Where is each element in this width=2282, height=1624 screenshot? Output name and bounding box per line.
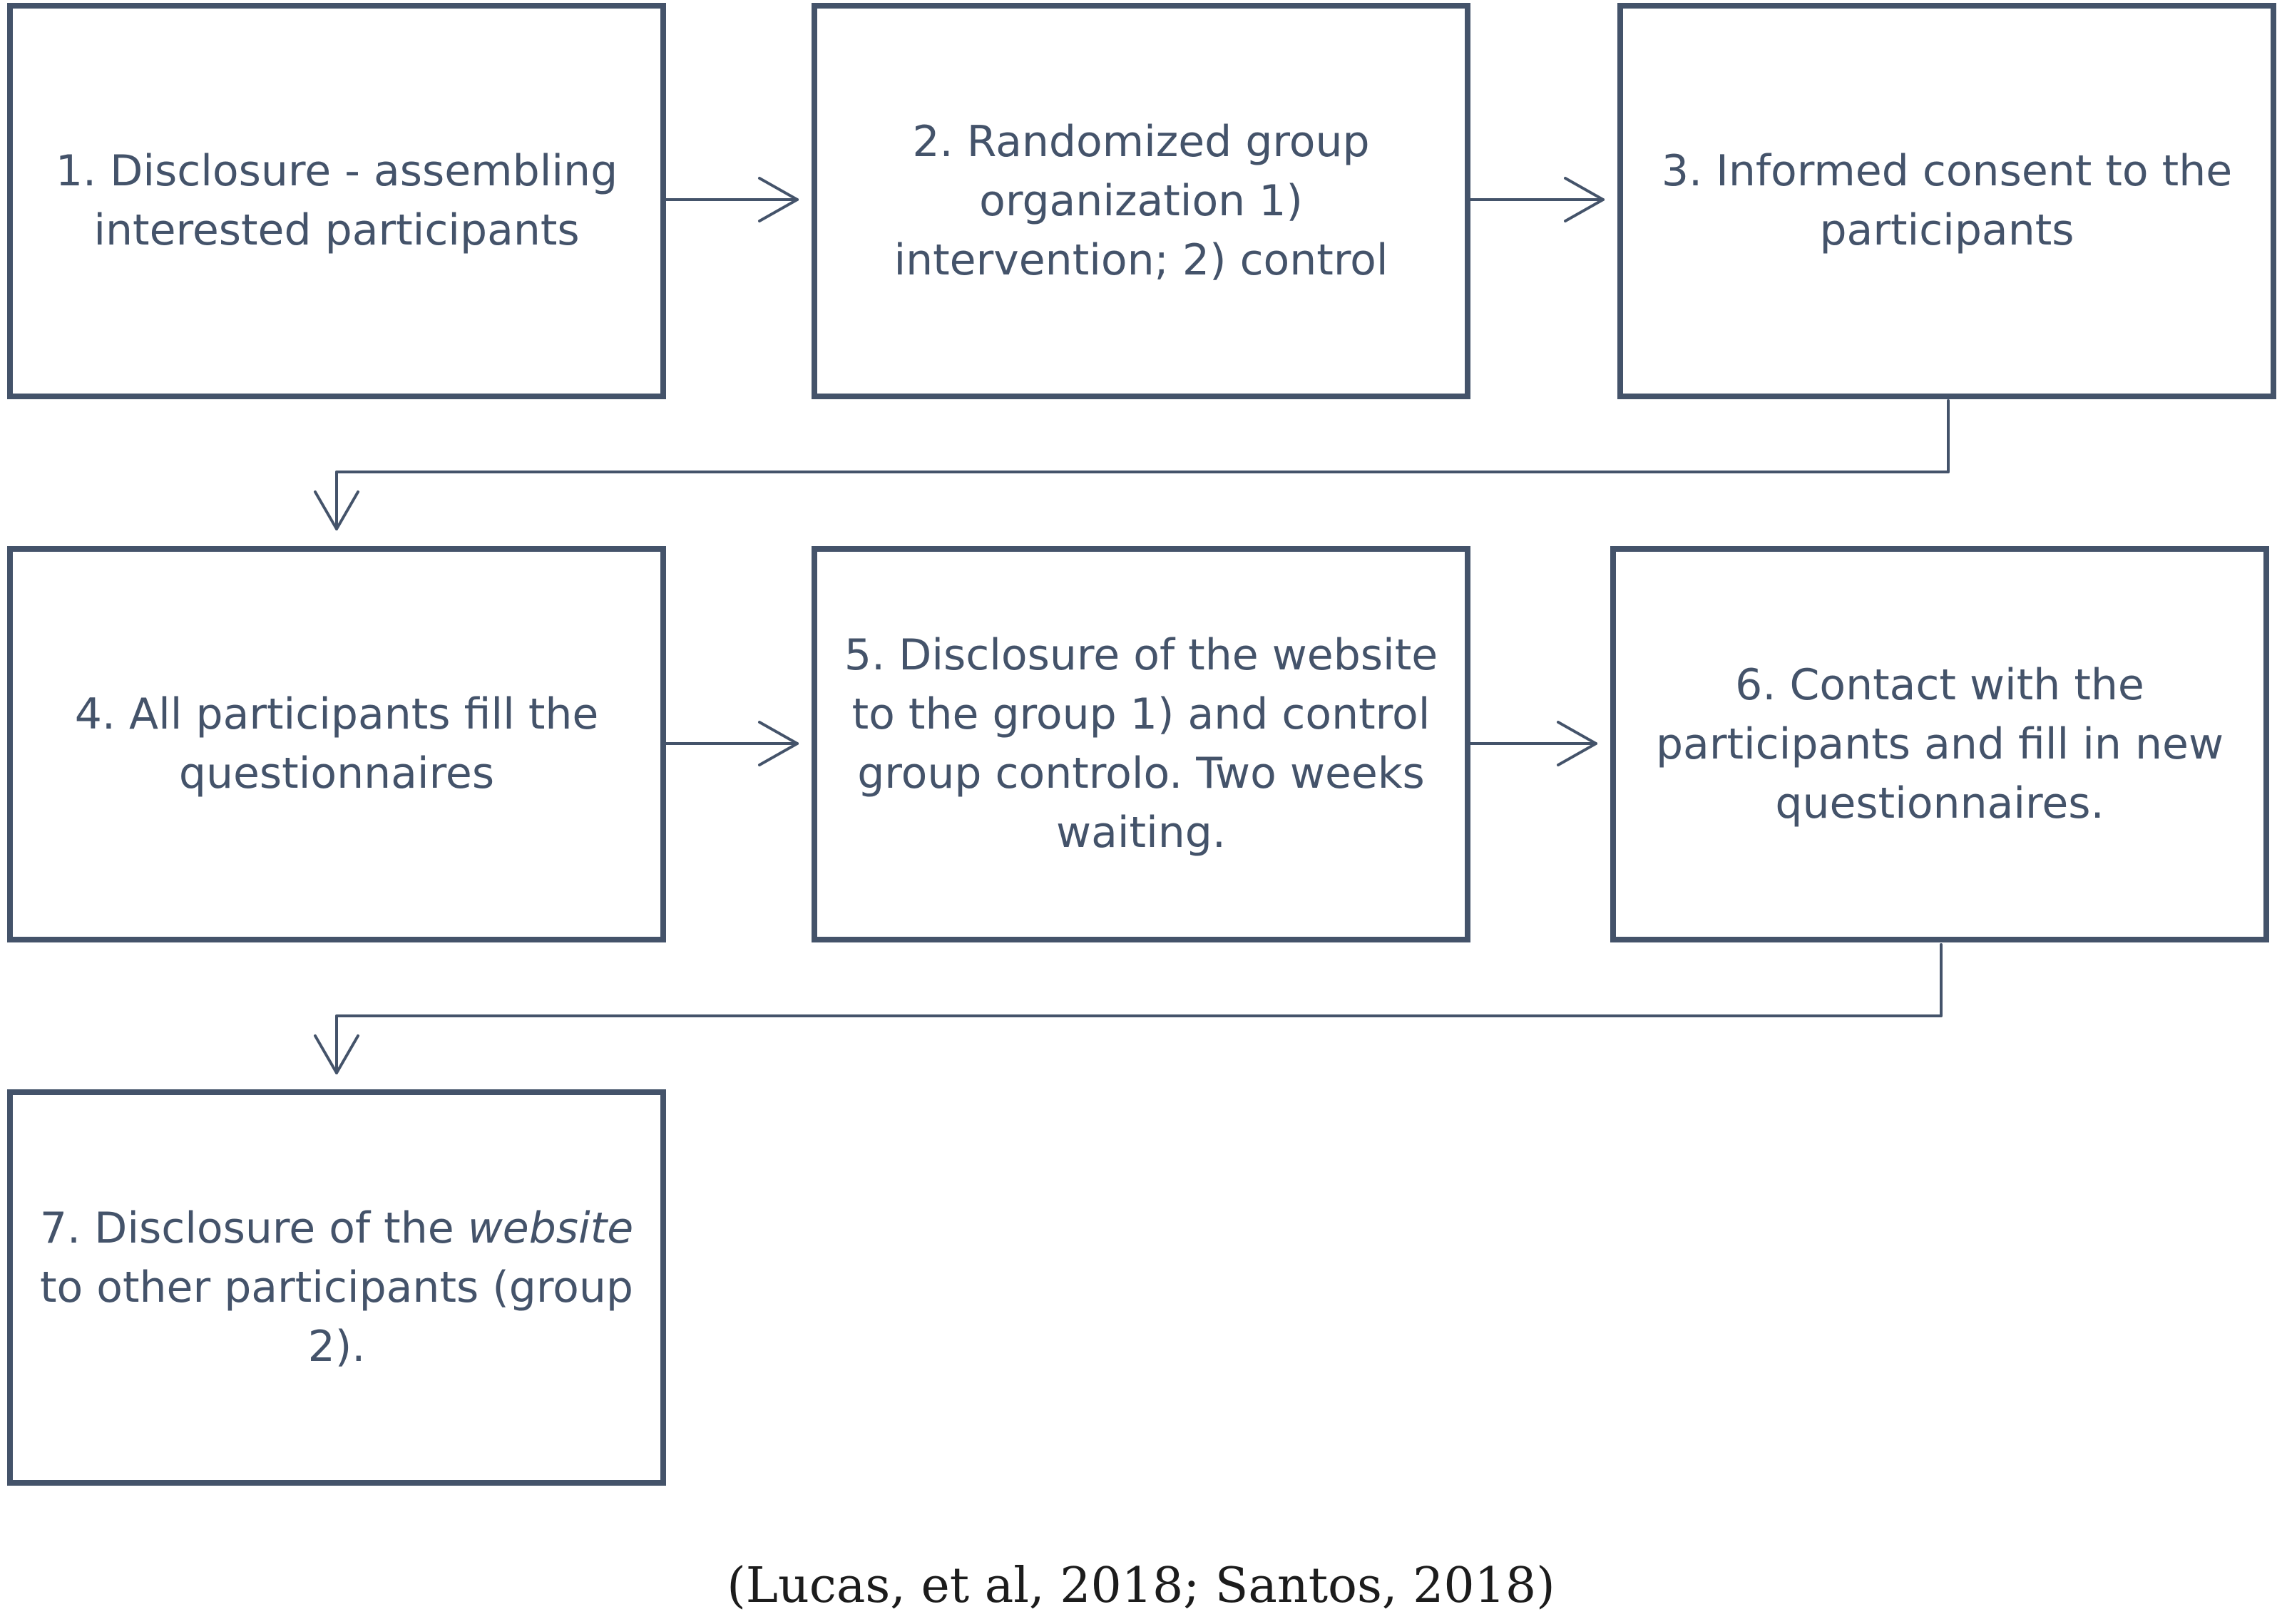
- step-3-label: 3. Informed consent to the participants: [1661, 146, 2233, 255]
- arrow-6-to-7: [314, 943, 1943, 1074]
- step-7-label: 7. Disclosure of the website to other pa…: [33, 1199, 640, 1377]
- step-7-text-before: 7. Disclosure of the: [39, 1203, 468, 1253]
- step-7-box: 7. Disclosure of the website to other pa…: [7, 1089, 666, 1486]
- arrow-5-to-6: [1469, 721, 1597, 766]
- step-5-box: 5. Disclosure of the website to the grou…: [812, 546, 1470, 942]
- arrow-4-to-5: [665, 721, 799, 766]
- step-3-box: 3. Informed consent to the participants: [1617, 3, 2276, 399]
- step-6-box: 6. Contact with the participants and fil…: [1610, 546, 2269, 942]
- step-5-label: 5. Disclosure of the website to the grou…: [844, 630, 1438, 858]
- arrow-1-to-2: [665, 177, 799, 222]
- step-7-text-italic: website: [467, 1203, 634, 1253]
- step-1-label: 1. Disclosure - assembling interested pa…: [55, 146, 618, 255]
- step-7-text-after: to other participants (group 2).: [39, 1262, 633, 1372]
- citation: (Lucas, et al, 2018; Santos, 2018): [727, 1558, 1555, 1614]
- arrow-2-to-3: [1469, 177, 1605, 222]
- step-2-label: 2. Randomized group organization 1) inte…: [894, 116, 1388, 285]
- step-1-box: 1. Disclosure - assembling interested pa…: [7, 3, 666, 399]
- step-2-box: 2. Randomized group organization 1) inte…: [812, 3, 1470, 399]
- step-6-label: 6. Contact with the participants and fil…: [1655, 659, 2224, 828]
- step-4-box: 4. All participants fill the questionnai…: [7, 546, 666, 942]
- arrow-3-to-4: [314, 399, 1950, 530]
- step-4-label: 4. All participants fill the questionnai…: [74, 689, 599, 798]
